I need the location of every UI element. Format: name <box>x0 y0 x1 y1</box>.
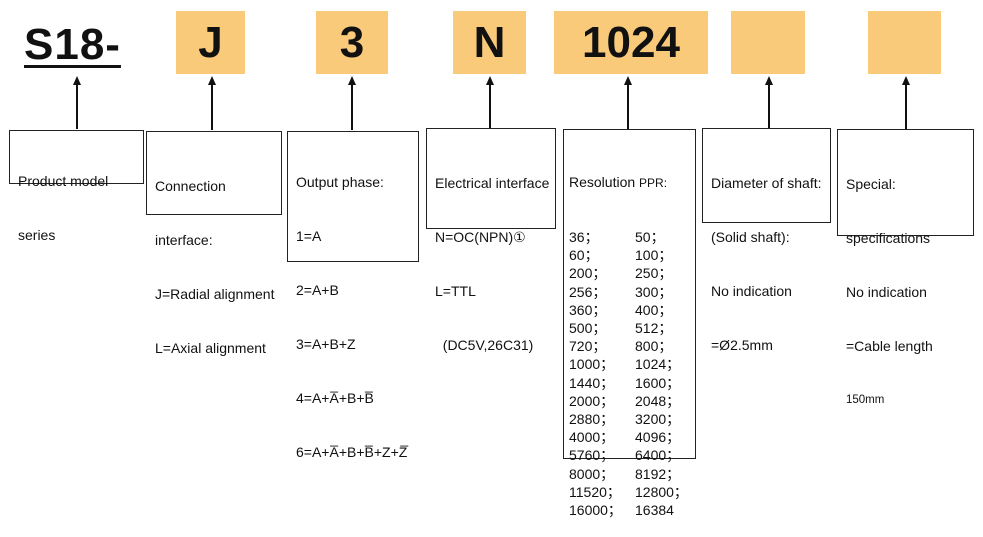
output-line-1: Output phase: <box>296 174 384 190</box>
electrical-line-3: L=TTL <box>435 283 476 299</box>
resolution-value: 800； <box>635 338 673 355</box>
connector-connection <box>211 84 213 130</box>
box-special-spec: Special: specifications No indication =C… <box>837 129 974 406</box>
box-electrical-interface: Electrical interface N=OC(NPN)① L=TTL (D… <box>426 128 556 353</box>
resolution-value: 16000； <box>569 502 622 519</box>
connection-line-3: J=Radial alignment <box>155 286 275 302</box>
resolution-value: 400； <box>635 301 673 318</box>
resolution-value: 4000； <box>569 429 615 446</box>
box-output-phase: Output phase: 1=A 2=A+B 3=A+B+Z 4=A+A̅+B… <box>287 131 419 460</box>
resolution-header: Resolution PPR: <box>569 173 687 192</box>
resolution-value: 200； <box>569 265 607 282</box>
box-connection-interface: Connection interface: J=Radial alignment… <box>146 131 282 356</box>
electrical-line-4: (DC5V,26C31) <box>435 337 534 353</box>
connector-resolution <box>627 84 629 129</box>
resolution-value: 256； <box>569 283 607 300</box>
connection-line-2: interface: <box>155 232 213 248</box>
resolution-value: 6400； <box>635 447 681 464</box>
connector-shaft <box>768 84 770 129</box>
connector-product <box>76 84 78 129</box>
arrowhead-product <box>73 76 81 85</box>
output-line-5: 4=A+A̅+B+B̅ <box>296 390 374 406</box>
arrowhead-resolution <box>624 76 632 85</box>
model-series-prefix: S18- <box>24 20 121 69</box>
arrowhead-output <box>348 76 356 85</box>
resolution-value: 8000； <box>569 465 615 482</box>
connector-electrical <box>489 84 491 128</box>
output-line-2: 1=A <box>296 228 322 244</box>
shaft-line-3: No indication <box>711 283 792 299</box>
special-line-4: =Cable length <box>846 338 933 354</box>
arrowhead-electrical <box>486 76 494 85</box>
resolution-value: 360； <box>569 301 607 318</box>
code-shaft <box>731 11 805 74</box>
box-resolution: Resolution PPR: 36； 50； 60； 100； 200； 250； 256… <box>563 129 696 518</box>
shaft-line-1: Diameter of shaft: <box>711 175 822 191</box>
resolution-value-grid: 36； 50； 60； 100； 200； 250； 256； 300； 360； 400； 500… <box>569 228 688 519</box>
code-connection: J <box>176 11 245 74</box>
resolution-value: 2000； <box>569 392 615 409</box>
resolution-value: 100； <box>635 247 673 264</box>
resolution-value: 720； <box>569 338 607 355</box>
resolution-value: 12800； <box>635 483 688 500</box>
special-note: 150mm <box>846 394 885 406</box>
electrical-line-1: Electrical interface <box>435 175 550 191</box>
output-line-6: 6=A+A̅+B+B̅+Z+Z̅ <box>296 444 408 460</box>
resolution-value: 5760； <box>569 447 615 464</box>
special-line-2: specifications <box>846 230 931 246</box>
arrowhead-shaft <box>765 76 773 85</box>
resolution-value: 16384 <box>635 502 674 519</box>
arrowhead-connection <box>208 76 216 85</box>
resolution-value: 1024； <box>635 356 681 373</box>
resolution-value: 300； <box>635 283 673 300</box>
resolution-value: 2880； <box>569 411 615 428</box>
shaft-line-4: =Ø2.5mm <box>711 337 773 353</box>
box-product-series: Product model series <box>9 130 144 243</box>
resolution-value: 60； <box>569 247 599 264</box>
resolution-value: 4096； <box>635 429 681 446</box>
resolution-value: 36； <box>569 229 599 245</box>
resolution-value: 1600； <box>635 374 681 391</box>
box-shaft-diameter: Diameter of shaft: (Solid shaft): No ind… <box>702 128 831 353</box>
resolution-value: 1000； <box>569 356 615 373</box>
resolution-value: 50； <box>635 229 665 245</box>
resolution-value: 512； <box>635 320 673 337</box>
electrical-line-2: N=OC(NPN)① <box>435 229 526 245</box>
resolution-value: 11520； <box>569 483 621 500</box>
resolution-unit: PPR: <box>639 176 668 190</box>
code-resolution: 1024 <box>554 11 708 74</box>
code-special <box>868 11 941 74</box>
resolution-title: Resolution <box>569 174 636 190</box>
output-line-3: 2=A+B <box>296 282 339 298</box>
arrowhead-special <box>902 76 910 85</box>
connection-line-1: Connection <box>155 178 226 194</box>
resolution-value: 3200； <box>635 411 681 428</box>
resolution-value: 2048； <box>635 392 681 409</box>
resolution-value: 500； <box>569 320 607 337</box>
resolution-value: 1440； <box>569 374 615 391</box>
special-line-3: No indication <box>846 284 927 300</box>
code-output-phase: 3 <box>316 11 388 74</box>
product-line-2: series <box>18 227 56 243</box>
shaft-line-2: (Solid shaft): <box>711 229 790 245</box>
connection-line-4: L=Axial alignment <box>155 340 266 356</box>
product-line-1: Product model <box>18 173 109 189</box>
connector-output <box>351 84 353 130</box>
connector-special <box>905 84 907 129</box>
resolution-value: 250； <box>635 265 673 282</box>
special-line-1: Special: <box>846 176 896 192</box>
code-electrical: N <box>453 11 526 74</box>
resolution-value: 8192； <box>635 465 681 482</box>
output-line-4: 3=A+B+Z <box>296 336 356 352</box>
